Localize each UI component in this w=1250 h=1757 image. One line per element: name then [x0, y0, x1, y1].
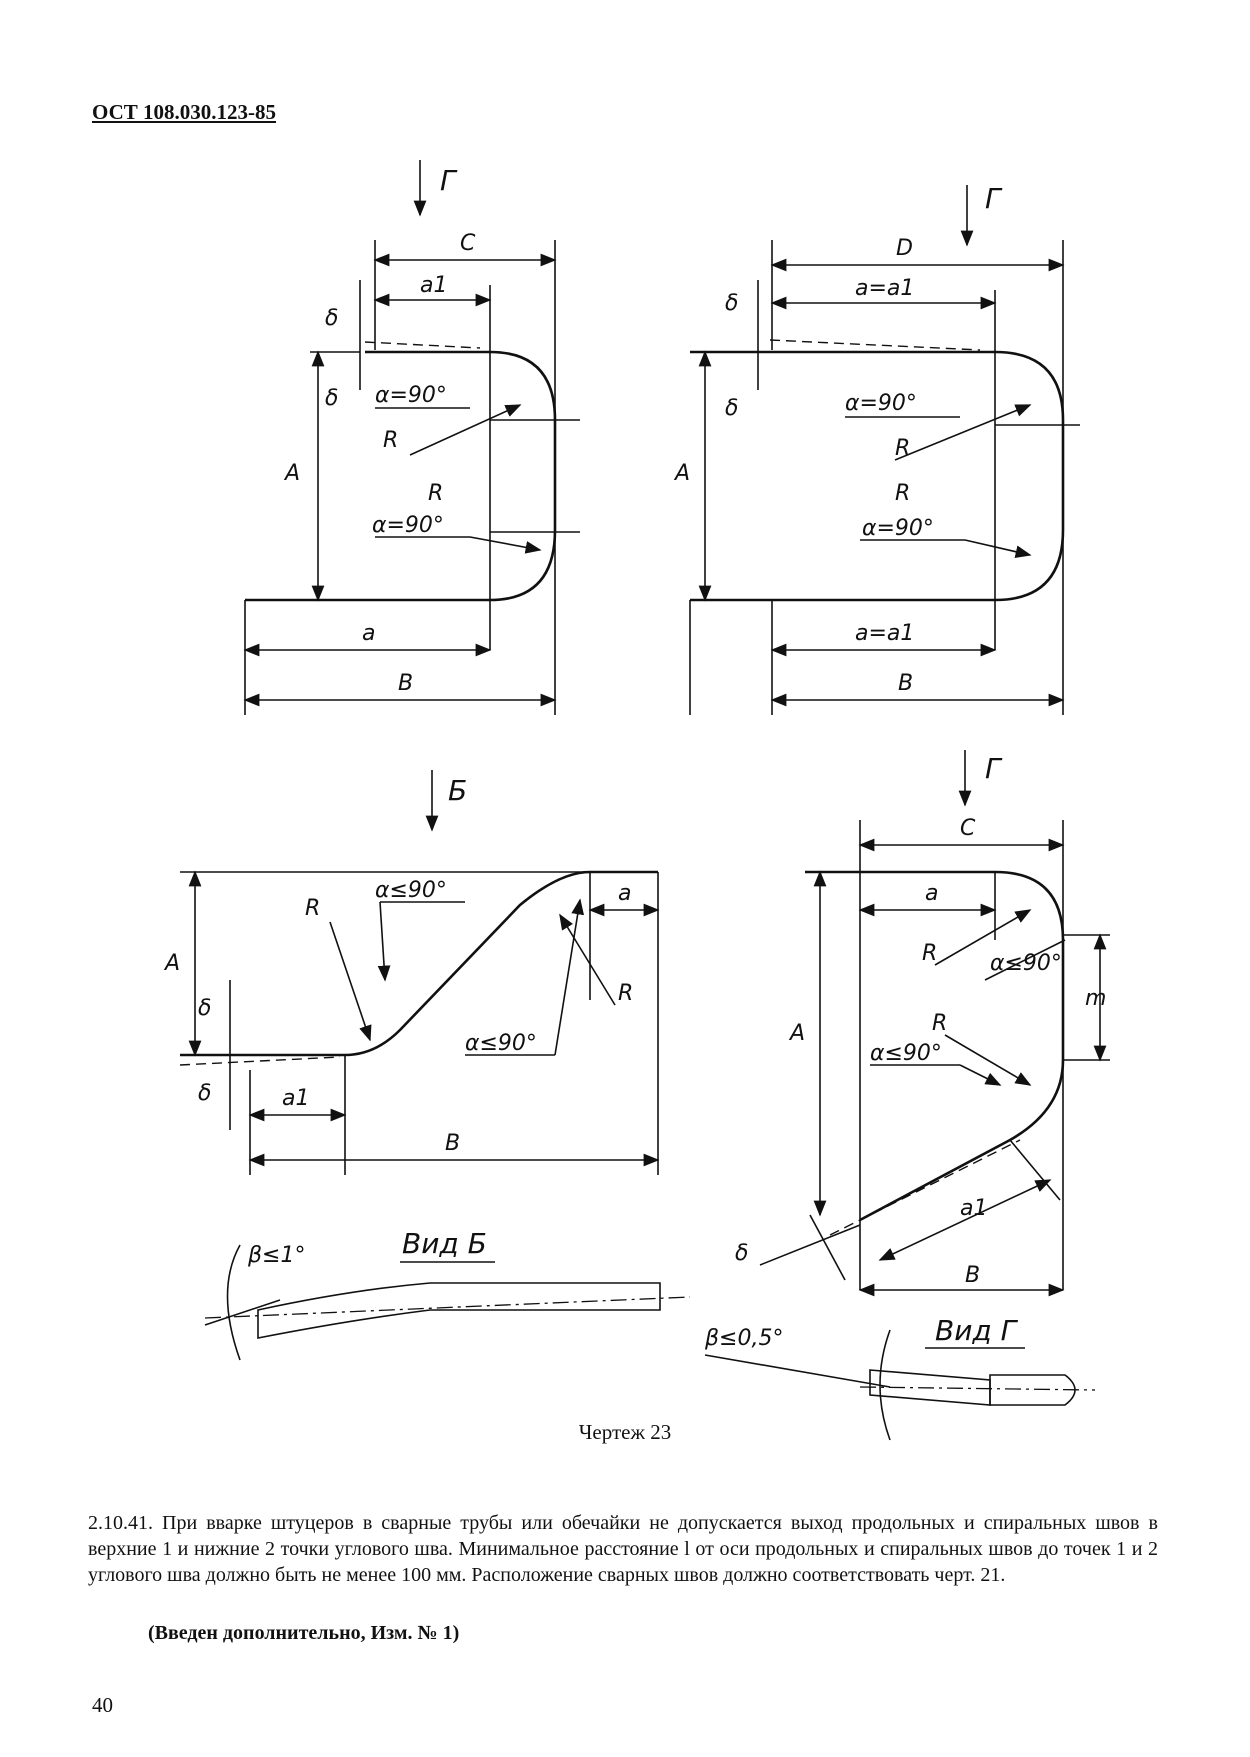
dim-a1: a1: [420, 273, 447, 298]
dim-a: a: [618, 881, 631, 906]
sub-view-title: Вид Б: [402, 1227, 487, 1260]
view-bottom-left: Б A δ δ R α≤90° a R α≤90° a1 B Вид Б: [163, 770, 691, 1361]
alpha-bottom-label: α≤90°: [465, 1031, 537, 1056]
dim-a-height: A: [283, 461, 300, 486]
alpha-bottom-label: α=90°: [862, 516, 934, 541]
dim-a-height: A: [788, 1021, 805, 1046]
alpha-bottom-label: α=90°: [372, 513, 444, 538]
dim-delta-top: δ: [725, 291, 738, 316]
paragraph-2-10-41: 2.10.41. При вварке штуцеров в сварные т…: [88, 1512, 1158, 1586]
alpha-top-label: α≤90°: [375, 878, 447, 903]
beta-label: β≤1°: [247, 1243, 305, 1268]
dim-delta-bottom: δ: [198, 1081, 211, 1106]
sub-view-title: Вид Г: [935, 1314, 1019, 1347]
dim-d: D: [896, 236, 913, 261]
dim-b: B: [898, 671, 913, 696]
figure-caption: Чертеж 23: [578, 1420, 672, 1444]
r-right-label: R: [618, 981, 633, 1006]
dim-a-height: A: [163, 951, 180, 976]
dim-a1: a1: [960, 1196, 987, 1221]
view-arrow-label: Г: [440, 164, 458, 197]
r-top-label: R: [922, 941, 937, 966]
r-left-label: R: [305, 896, 320, 921]
view-arrow-label: Г: [985, 182, 1003, 215]
dim-b: B: [965, 1263, 980, 1288]
dim-a1: a1: [282, 1086, 309, 1111]
view-arrow-label: Б: [448, 774, 467, 807]
alpha-top-label: α=90°: [845, 391, 917, 416]
r-top-label: R: [895, 436, 910, 461]
alpha-top-label: α=90°: [375, 383, 447, 408]
r-bottom-label: R: [932, 1011, 947, 1036]
r-bottom-label: R: [428, 481, 443, 506]
view-top-left: Г C a1 δ δ A α=90° R R α=90° a B: [243, 160, 580, 715]
r-top-label: R: [383, 428, 398, 453]
view-arrow-label: Г: [985, 752, 1003, 785]
dim-delta: δ: [735, 1241, 748, 1266]
view-top-right: Г D a=a1 δ δ A α=90° R R α=90° a=a1 B: [673, 182, 1080, 715]
dim-a-height: A: [673, 461, 690, 486]
dim-c: C: [460, 231, 476, 256]
dim-b: B: [445, 1131, 460, 1156]
r-bottom-label: R: [895, 481, 910, 506]
dim-delta-side: δ: [725, 396, 738, 421]
dim-a-eq-a1-bottom: a=a1: [855, 621, 914, 646]
alpha-bottom-label: α≤90°: [870, 1041, 942, 1066]
view-bottom-right: Г C a A R α≤90° m R α≤90° a1 δ B Вид Г: [704, 750, 1110, 1441]
dim-b: B: [398, 671, 413, 696]
dim-delta-side: δ: [325, 386, 338, 411]
dim-delta-top: δ: [198, 996, 211, 1021]
dim-c: C: [960, 816, 976, 841]
page-number: 40: [92, 1693, 113, 1717]
dim-m: m: [1085, 986, 1106, 1011]
amendment-note: (Введен дополнительно, Изм. № 1): [148, 1622, 460, 1644]
dim-a-eq-a1-top: a=a1: [855, 276, 914, 301]
dim-delta-top: δ: [325, 306, 338, 331]
dim-a: a: [362, 621, 375, 646]
beta-label: β≤0,5°: [704, 1326, 783, 1351]
dim-a: a: [925, 881, 938, 906]
alpha-top-label: α≤90°: [990, 951, 1062, 976]
document-code: ОСТ 108.030.123-85: [92, 100, 277, 124]
